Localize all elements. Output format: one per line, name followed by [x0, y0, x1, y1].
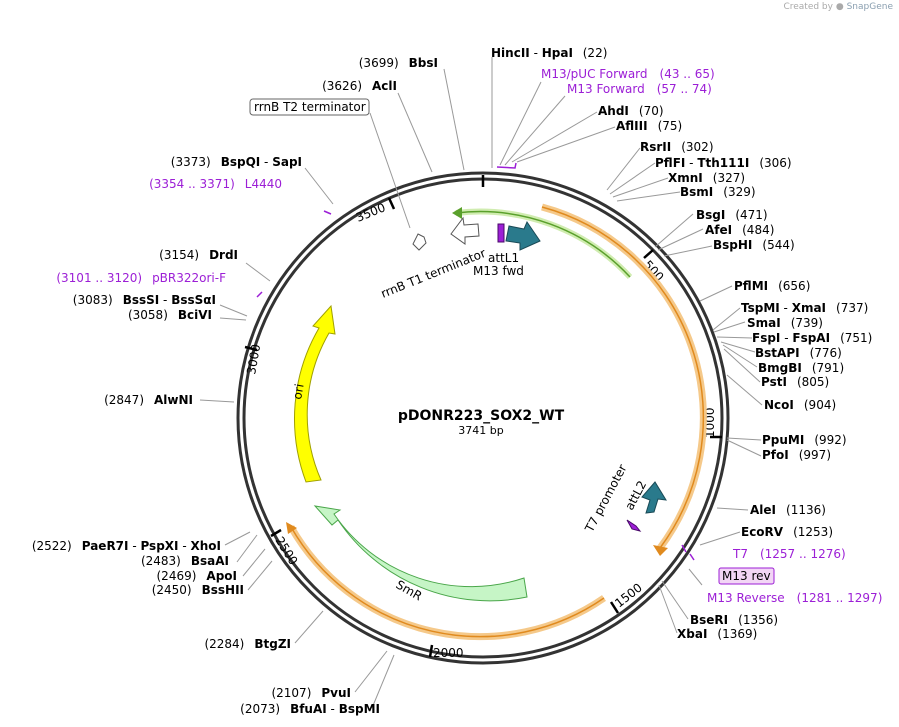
site-label-apoi: (2469)ApoI: [157, 569, 238, 583]
plasmid-name: pDONR223_SOX2_WT: [398, 408, 565, 424]
site-label-smai: SmaI(739): [747, 316, 823, 330]
site-label-afei: AfeI(484): [705, 223, 774, 237]
site-label-bstapi: BstAPI(776): [755, 346, 842, 360]
rrnb-t1-arrow: [450, 216, 480, 245]
attl1-label: attL1: [488, 251, 519, 265]
rrnb-t2-label: rrnB T2 terminator: [254, 100, 366, 114]
site-label-btgzi: (2284)BtgZI: [204, 637, 291, 651]
site-label-drdi: (3154)DrdI: [159, 248, 238, 262]
site-label-bsphi: BspHI(544): [713, 238, 795, 252]
ori-label: ori: [290, 383, 306, 401]
site-label-tspmi: TspMI - XmaI(737): [741, 301, 868, 315]
primer-label-pbr322ori-f: (3101 .. 3120)pBR322ori-F: [56, 271, 226, 285]
primer-label-l4440: (3354 .. 3371)L4440: [149, 177, 282, 191]
site-label-pvui: (2107)PvuI: [271, 686, 351, 700]
plasmid-length: 3741 bp: [458, 424, 503, 437]
orf-arc-bottom: [286, 522, 606, 641]
site-label-ncoi: NcoI(904): [764, 398, 836, 412]
site-label-ecorv: EcoRV(1253): [741, 525, 833, 539]
snapgene-logo-icon: ●: [835, 2, 844, 12]
primer-markers: [256, 162, 695, 561]
credit-prefix: Created by: [783, 2, 833, 12]
site-label-ppumi: PpuMI(992): [762, 433, 847, 447]
site-label-fspi: FspI - FspAI(751): [752, 331, 872, 345]
leader-lines: [199, 57, 763, 709]
terminator-small-icon: [412, 233, 427, 251]
primer-label-m13-puc-forward: M13/pUC Forward(43 .. 65): [541, 67, 715, 81]
m13rev-label: M13 rev: [722, 569, 771, 583]
site-label-paer7i: (2522)PaeR7I - PspXI - XhoI: [32, 539, 221, 553]
site-label-bsssi: (3083)BssSI - BssSαI: [73, 293, 216, 307]
primer-label-m13-reverse: M13 Reverse(1281 .. 1297): [707, 591, 882, 605]
site-label-pflfi: PflFI - Tth111I(306): [655, 156, 792, 170]
site-label-hincii: HincII - HpaI (22): [491, 46, 607, 60]
rrnb-t2-badge: rrnB T2 terminator: [249, 98, 370, 116]
site-label-psti: PstI(805): [761, 375, 829, 389]
site-label-ahdi: AhdI(70): [598, 104, 664, 118]
site-label-acli: (3626)AclI: [322, 79, 397, 93]
t7-promoter-marker: [626, 519, 642, 532]
site-label-bcivi: (3058)BciVI: [128, 308, 212, 322]
site-label-rsrii: RsrII(302): [640, 140, 714, 154]
tick-label-3000: 3000: [244, 343, 263, 376]
primer-label-t7: T7(1257 .. 1276): [732, 547, 846, 561]
site-label-bbsi: (3699)BbsI: [359, 56, 438, 70]
site-label-bsgi: BsgI(471): [696, 208, 768, 222]
site-label-xbai: XbaI(1369): [677, 627, 757, 641]
site-label-pflmi: PflMI(656): [734, 279, 810, 293]
site-label-bmgbi: BmgBI(791): [758, 361, 844, 375]
site-label-bsmi: BsmI(329): [680, 185, 756, 199]
orf-arc-right: [541, 203, 707, 556]
site-label-pfoi: PfoI(997): [762, 448, 831, 462]
site-label-bspqi: (3373)BspQI - SapI: [171, 155, 302, 169]
m13fwd-marker: [497, 223, 505, 243]
snapgene-credit: Created by ● SnapGene: [783, 2, 893, 12]
ruler-ticks: [244, 175, 722, 658]
site-label-bseri: BseRI(1356): [690, 613, 778, 627]
attl-green-arc: [452, 207, 633, 280]
attl1-arrow: [505, 220, 541, 251]
site-label-bsaai: (2483)BsaAI: [141, 554, 229, 568]
site-label-xmni: XmnI(327): [668, 171, 745, 185]
tick-label-3500: 3500: [354, 200, 388, 224]
attl2-arrow: [641, 481, 667, 514]
primer-label-m13-forward: M13 Forward(57 .. 74): [567, 82, 712, 96]
smr-feature: [313, 505, 528, 602]
ori-feature: [293, 304, 336, 483]
credit-brand: SnapGene: [846, 2, 893, 12]
t7-promoter-label: T7 promoter: [582, 462, 630, 535]
site-label-afliii: AflIII(75): [616, 119, 682, 133]
site-label-alei: AleI(1136): [750, 503, 826, 517]
site-label-bsshii: (2450)BssHII: [152, 583, 244, 597]
tick-label-2000: 2000: [433, 646, 464, 660]
site-label-bfuai: (2073)BfuAI - BspMI: [240, 702, 380, 716]
m13rev-badge: M13 rev: [718, 567, 775, 585]
rrnb-t1-label: rrnB T1 terminator: [379, 246, 488, 301]
site-label-alwni: (2847)AlwNI: [104, 393, 193, 407]
m13fwd-label: M13 fwd: [473, 264, 524, 278]
